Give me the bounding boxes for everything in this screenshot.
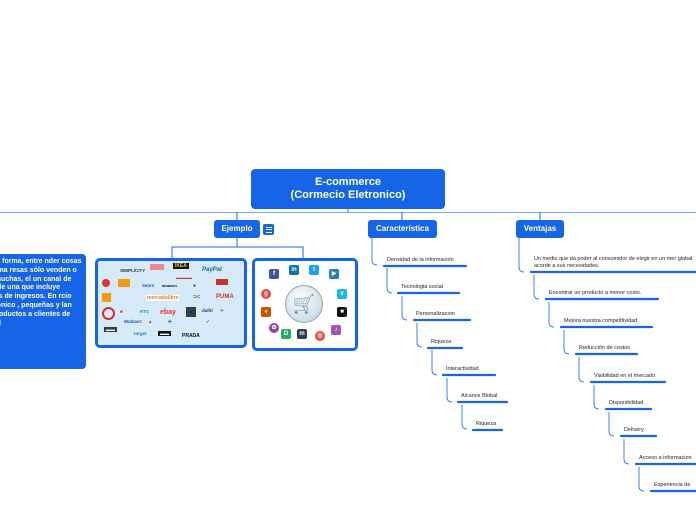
logo-puma: PUMA [216,294,234,300]
linkedin-icon: in [289,265,299,275]
cart-icon: 🛒 [285,285,323,323]
caracteristica-item[interactable]: Riqueza [431,339,452,345]
social-purple-icon: ♪ [331,325,341,335]
logo-amazon: amazon [162,283,177,288]
logo-red-square: ■ [120,309,123,314]
branch-ventajas[interactable]: Ventajas [516,220,564,238]
logo-ring [102,307,115,320]
branch-caracteristica[interactable]: Característica [368,220,437,238]
logo-small: ▲ [148,319,153,324]
ventaja-item[interactable]: Experiencia de [654,482,691,488]
logo-orange-icon [118,279,130,287]
logo-ebay: ebay [160,309,176,316]
social-icons-image: f in t ▶ g v 🛒 ● ■ ✿ D m ◎ ♪ [252,258,358,351]
google-icon: g [261,289,271,299]
logo-orange-square [102,293,111,302]
caracteristica-item[interactable]: Personalizacion [416,311,455,317]
logo-dark [186,307,196,317]
logo-red-icon [216,279,228,285]
digg-icon: ✿ [269,323,279,333]
logo-chanel: ⊃⊂ [193,294,201,299]
logo-target-icon [102,279,110,287]
logo-small-red: ▬▬▬▬ [176,275,192,280]
root-node[interactable]: E-commerce (Cormecio Eletronico) [251,169,445,209]
logo-blue: ✚ [168,319,172,324]
ventaja-item[interactable]: Reducción de costos [579,345,631,351]
ventaja-item[interactable]: Acceso a informacion [639,455,692,461]
caracteristica-item[interactable]: Densidad de la información [387,257,454,263]
caracteristica-item[interactable]: Alcance Blobal [461,393,498,399]
logo-purple: ✦ [220,308,224,313]
root-subtitle: (Cormecio Eletronico) [290,189,406,201]
picasa-icon: ■ [337,307,347,317]
logo-rtc: RTC [140,309,150,314]
logo-dafiti: dafiti [202,308,213,313]
twitter-icon: t [309,265,319,275]
root-title: E-commerce [314,176,382,188]
ventaja-item[interactable]: Delivery [624,427,644,433]
youtube-icon: ▶ [329,269,339,279]
description-text: es una forma, entre nder cosas de forma … [0,258,82,327]
ventaja-item[interactable]: Un medio que da poder al consumidor de e… [534,256,693,269]
caracteristica-item[interactable]: Interactividad [446,366,479,372]
logo-black: ▬▬ [158,331,171,336]
logo-ikea: IKEA [173,263,189,269]
logo-walmart: Walmart [124,319,142,324]
logo-apple: ● [193,283,197,289]
logo-paypal: PayPal [202,267,222,273]
logo-simplicity: SIMPLICITY [120,268,146,273]
ventaja-item[interactable]: Mejora nuestra competitividad [564,318,638,324]
vimeo-icon: v [337,289,347,299]
stumbleupon-icon: D [281,329,291,339]
flickr-icon: ● [261,307,271,317]
delicious-icon: ◎ [315,331,325,341]
brand-logos-image: SIMPLICITY IKEA PayPal ▬▬▬▬ Sears amazon… [95,258,247,348]
ventaja-item[interactable]: Disponibilidad [609,400,644,406]
ventaja-item[interactable]: Encontrar un producto a menor costo. [549,290,642,296]
caracteristica-item[interactable]: Riqueza [476,421,497,427]
logo-mercadolibre: mercadolibre [146,295,180,301]
logo-target: target [134,331,147,336]
ventaja-item[interactable]: Visibilidad en el mercado [594,373,656,379]
myspace-icon: m [297,329,307,339]
logo-sears: Sears [142,283,155,288]
logo-black-bar: ▬▬ [104,327,117,332]
notes-menu-icon[interactable] [263,224,274,235]
description-note: es una forma, entre nder cosas de forma … [0,254,86,369]
logo-badge [150,264,164,270]
caracteristica-item[interactable]: Tecnologia social [401,284,443,290]
facebook-icon: f [269,269,279,279]
logo-nike: ✓ [206,319,210,324]
branch-ejemplo[interactable]: Ejemplo [214,220,260,238]
logo-prada: PRADA [182,333,200,339]
